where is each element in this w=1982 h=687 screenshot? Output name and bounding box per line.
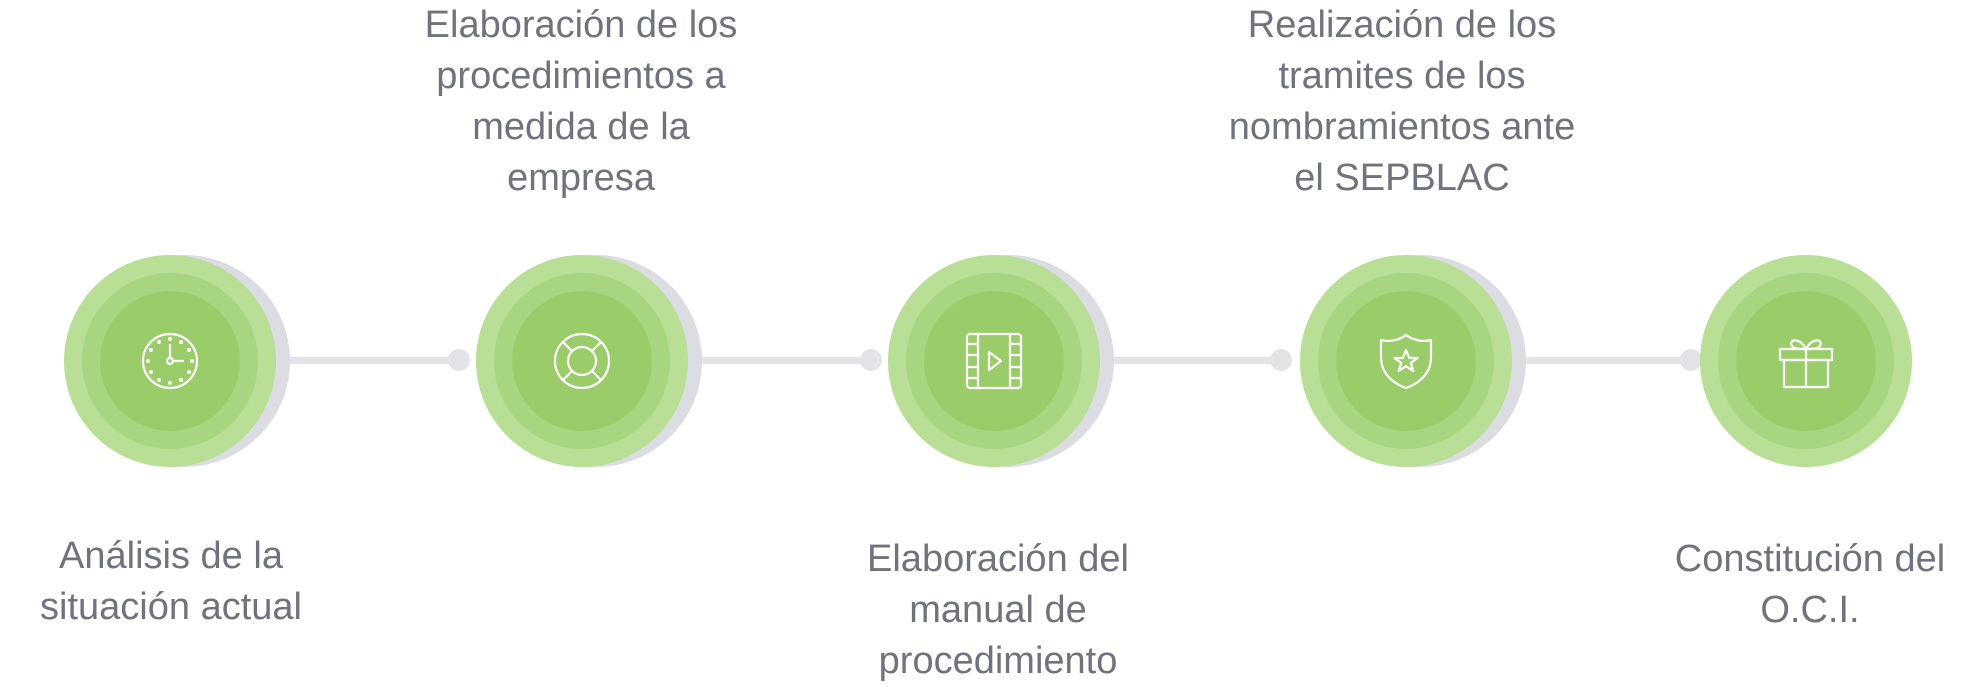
step-3-circle bbox=[888, 255, 1114, 467]
step-1-label: Análisis de la situación actual bbox=[40, 535, 302, 628]
connector-line-1 bbox=[270, 357, 460, 364]
step-5-label: Constitución del O.C.I. bbox=[1674, 538, 1946, 631]
step-4-label: Realización de los tramites de los nombr… bbox=[1228, 4, 1576, 199]
connector-dot-4 bbox=[1680, 349, 1702, 371]
connector-line-4 bbox=[1502, 357, 1692, 364]
connector-line-2 bbox=[681, 357, 871, 364]
lifebuoy-icon bbox=[552, 331, 612, 391]
connector-line-3 bbox=[1092, 357, 1282, 364]
shield-star-icon bbox=[1376, 331, 1436, 391]
film-play-icon bbox=[964, 331, 1024, 391]
step-2-label: Elaboración de los procedimientos a medi… bbox=[424, 4, 738, 199]
connector-dot-2 bbox=[860, 349, 882, 371]
clock-icon bbox=[140, 331, 200, 391]
gift-icon bbox=[1776, 331, 1836, 391]
step-4-circle bbox=[1300, 255, 1526, 467]
connector-dot-3 bbox=[1270, 349, 1292, 371]
connector-dot-1 bbox=[448, 349, 470, 371]
step-2-circle bbox=[476, 255, 702, 467]
step-3-label: Elaboración del manual de procedimiento bbox=[867, 538, 1129, 682]
step-5-circle bbox=[1700, 255, 1912, 467]
step-1-circle bbox=[64, 255, 290, 467]
